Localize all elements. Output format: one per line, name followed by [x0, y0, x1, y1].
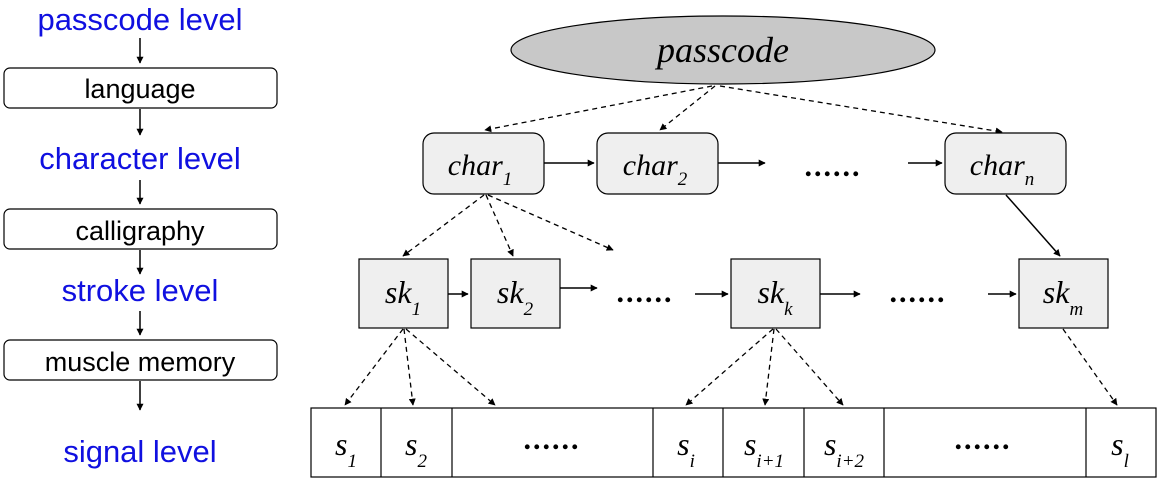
edge-sk1-s1 — [344, 328, 404, 406]
signal-ellipsis-1: ...... — [524, 423, 581, 456]
char-ellipsis: ...... — [805, 150, 862, 183]
signal-label-i-plus-1: si+1 — [744, 426, 784, 472]
stroke-node-1 — [358, 258, 449, 329]
root-label: passcode — [654, 30, 789, 70]
signal-label-i-plus-2: si+2 — [824, 426, 865, 472]
stroke-node-k — [730, 258, 821, 329]
stage-label-language: language — [84, 74, 195, 104]
edge-skm-sl — [1062, 328, 1118, 406]
edge-charn-skm — [1005, 194, 1061, 257]
root-node — [510, 15, 936, 85]
edge-char1-sk2 — [485, 194, 514, 257]
level-label-stroke: stroke level — [62, 273, 219, 308]
level-label-passcode: passcode level — [37, 2, 242, 37]
signal-row — [310, 407, 1157, 478]
stage-box-muscle-memory — [3, 339, 278, 381]
edge-skk-si — [685, 328, 774, 406]
stroke-ellipsis-1: ...... — [617, 276, 674, 309]
edge-char1-more — [487, 194, 614, 251]
stroke-label-1: sk1 — [385, 274, 421, 320]
char-label-1: char1 — [448, 149, 513, 190]
level-label-character: character level — [39, 141, 241, 176]
edge-root-char1 — [484, 85, 713, 133]
edge-root-char2 — [659, 85, 716, 131]
edge-sk1-more — [405, 328, 496, 406]
edge-sk1-s2 — [403, 328, 416, 406]
signal-label-2: s2 — [405, 426, 427, 472]
stage-label-calligraphy: calligraphy — [75, 216, 205, 246]
stroke-label-m: skm — [1043, 274, 1083, 320]
stage-label-muscle-memory: muscle memory — [45, 347, 236, 377]
stage-box-language — [3, 67, 278, 109]
signal-label-l: sl — [1111, 426, 1129, 472]
stroke-ellipsis-2: ...... — [890, 276, 947, 309]
edge-skk-si2 — [775, 328, 844, 406]
stroke-label-k: skk — [757, 274, 793, 320]
edge-root-charn — [719, 85, 1003, 135]
stage-box-calligraphy — [3, 208, 278, 250]
signal-label-1: s1 — [335, 426, 357, 472]
level-label-signal: signal level — [63, 434, 216, 469]
char-label-n: charn — [970, 149, 1035, 190]
edge-skk-si1 — [762, 328, 775, 406]
signal-ellipsis-2: ...... — [955, 423, 1012, 456]
stroke-label-2: sk2 — [497, 274, 534, 320]
edge-char1-sk1 — [402, 194, 485, 257]
stroke-node-2 — [470, 258, 561, 329]
signal-label-i: si — [677, 426, 695, 472]
stroke-node-m — [1018, 258, 1109, 329]
char-node-n — [944, 132, 1067, 195]
char-label-2: char2 — [623, 149, 688, 190]
